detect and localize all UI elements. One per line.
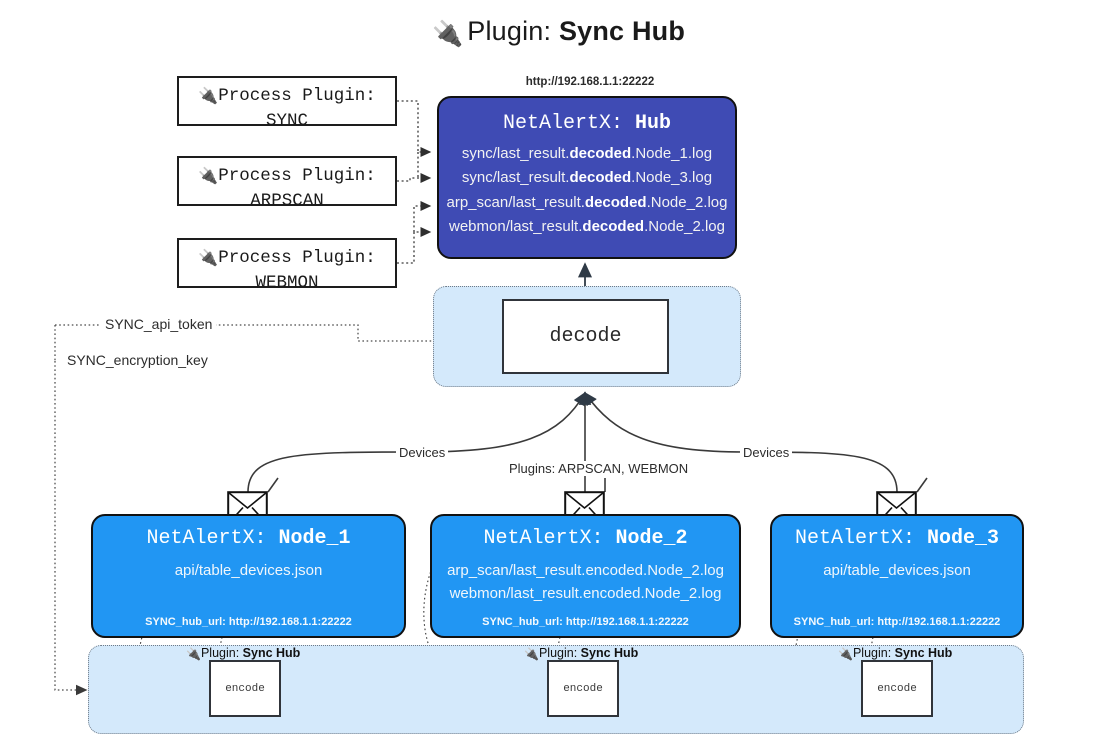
- edge-label-devices-left: Devices: [396, 445, 449, 460]
- electric-plug-icon: 🔌: [198, 250, 219, 268]
- node-line-list: api/table_devices.json: [772, 559, 1022, 582]
- hub-url-label: http://192.168.1.1:22222: [525, 76, 655, 88]
- process-plugin-line1: 🔌Process Plugin:: [198, 248, 376, 268]
- strip-plugin-label-3: 🔌Plugin: Sync Hub: [838, 646, 953, 661]
- process-plugin-name: SYNC: [265, 110, 308, 131]
- hub-log-row: sync/last_result.decoded.Node_1.log: [461, 145, 713, 162]
- node-line: arp_scan/last_result.encoded.Node_2.log: [447, 562, 724, 579]
- electric-plug-icon: 🔌: [524, 647, 539, 661]
- page-title: 🔌Plugin: Sync Hub: [0, 16, 1117, 49]
- encode-box-node-1[interactable]: encode: [209, 660, 281, 717]
- process-plugin-box-webmon[interactable]: 🔌Process Plugin: WEBMON: [177, 238, 397, 293]
- node-title: NetAlertX: Node_1: [146, 527, 351, 550]
- process-plugin-box-sync[interactable]: 🔌Process Plugin: SYNC: [177, 76, 397, 131]
- node-hub-url-label: SYNC_hub_url: http://192.168.1.1:22222: [793, 616, 1001, 628]
- node-line: api/table_devices.json: [823, 562, 971, 579]
- hub-node-box[interactable]: NetAlertX: Hub sync/last_result.decoded.…: [437, 96, 737, 259]
- node-box-node-2[interactable]: NetAlertX: Node_2 arp_scan/last_result.e…: [430, 514, 741, 638]
- node-hub-url-label: SYNC_hub_url: http://192.168.1.1:22222: [482, 616, 689, 628]
- electric-plug-icon: 🔌: [431, 20, 464, 48]
- sync-encryption-key-label: SYNC_encryption_key: [63, 352, 212, 368]
- edge-label-plugins: Plugins: ARPSCAN, WEBMON: [506, 461, 692, 476]
- strip-plugin-label-2: 🔌Plugin: Sync Hub: [524, 646, 639, 661]
- hub-log-list: sync/last_result.decoded.Node_1.log sync…: [439, 142, 735, 240]
- node-line: webmon/last_result.encoded.Node_2.log: [449, 585, 722, 603]
- page-title-lead: Plugin:: [467, 16, 559, 46]
- page-title-strong: Sync Hub: [558, 16, 686, 46]
- process-plugin-line1: 🔌Process Plugin:: [198, 166, 376, 186]
- node-box-node-3[interactable]: NetAlertX: Node_3 api/table_devices.json…: [770, 514, 1024, 638]
- node-line: api/table_devices.json: [174, 562, 323, 579]
- hub-log-row: sync/last_result.decoded.Node_3.log: [461, 169, 713, 187]
- node-line-list: arp_scan/last_result.encoded.Node_2.log …: [432, 559, 739, 606]
- strip-plugin-label-1: 🔌Plugin: Sync Hub: [186, 646, 301, 661]
- hub-title: NetAlertX: Hub: [502, 112, 672, 135]
- hub-log-row: webmon/last_result.decoded.Node_2.log: [449, 218, 725, 236]
- process-plugin-line1: 🔌Process Plugin:: [198, 86, 376, 106]
- node-box-node-1[interactable]: NetAlertX: Node_1 api/table_devices.json…: [91, 514, 406, 638]
- decode-box[interactable]: decode: [502, 299, 669, 374]
- electric-plug-icon: 🔌: [198, 168, 219, 186]
- hub-log-row: arp_scan/last_result.decoded.Node_2.log: [446, 193, 728, 211]
- sync-api-token-label: SYNC_api_token: [101, 316, 217, 332]
- process-plugin-box-arpscan[interactable]: 🔌Process Plugin: ARPSCAN: [177, 156, 397, 211]
- node-title: NetAlertX: Node_2: [483, 527, 688, 550]
- electric-plug-icon: 🔌: [186, 647, 201, 661]
- node-line-list: api/table_devices.json: [93, 559, 404, 582]
- encode-box-node-2[interactable]: encode: [547, 660, 619, 717]
- process-plugin-name: WEBMON: [255, 272, 319, 293]
- edge-label-devices-right: Devices: [740, 445, 793, 460]
- node-title: NetAlertX: Node_3: [794, 527, 1000, 550]
- encode-box-node-3[interactable]: encode: [861, 660, 933, 717]
- node-hub-url-label: SYNC_hub_url: http://192.168.1.1:22222: [145, 616, 352, 628]
- electric-plug-icon: 🔌: [838, 647, 853, 661]
- process-plugin-name: ARPSCAN: [250, 190, 324, 211]
- electric-plug-icon: 🔌: [198, 88, 219, 106]
